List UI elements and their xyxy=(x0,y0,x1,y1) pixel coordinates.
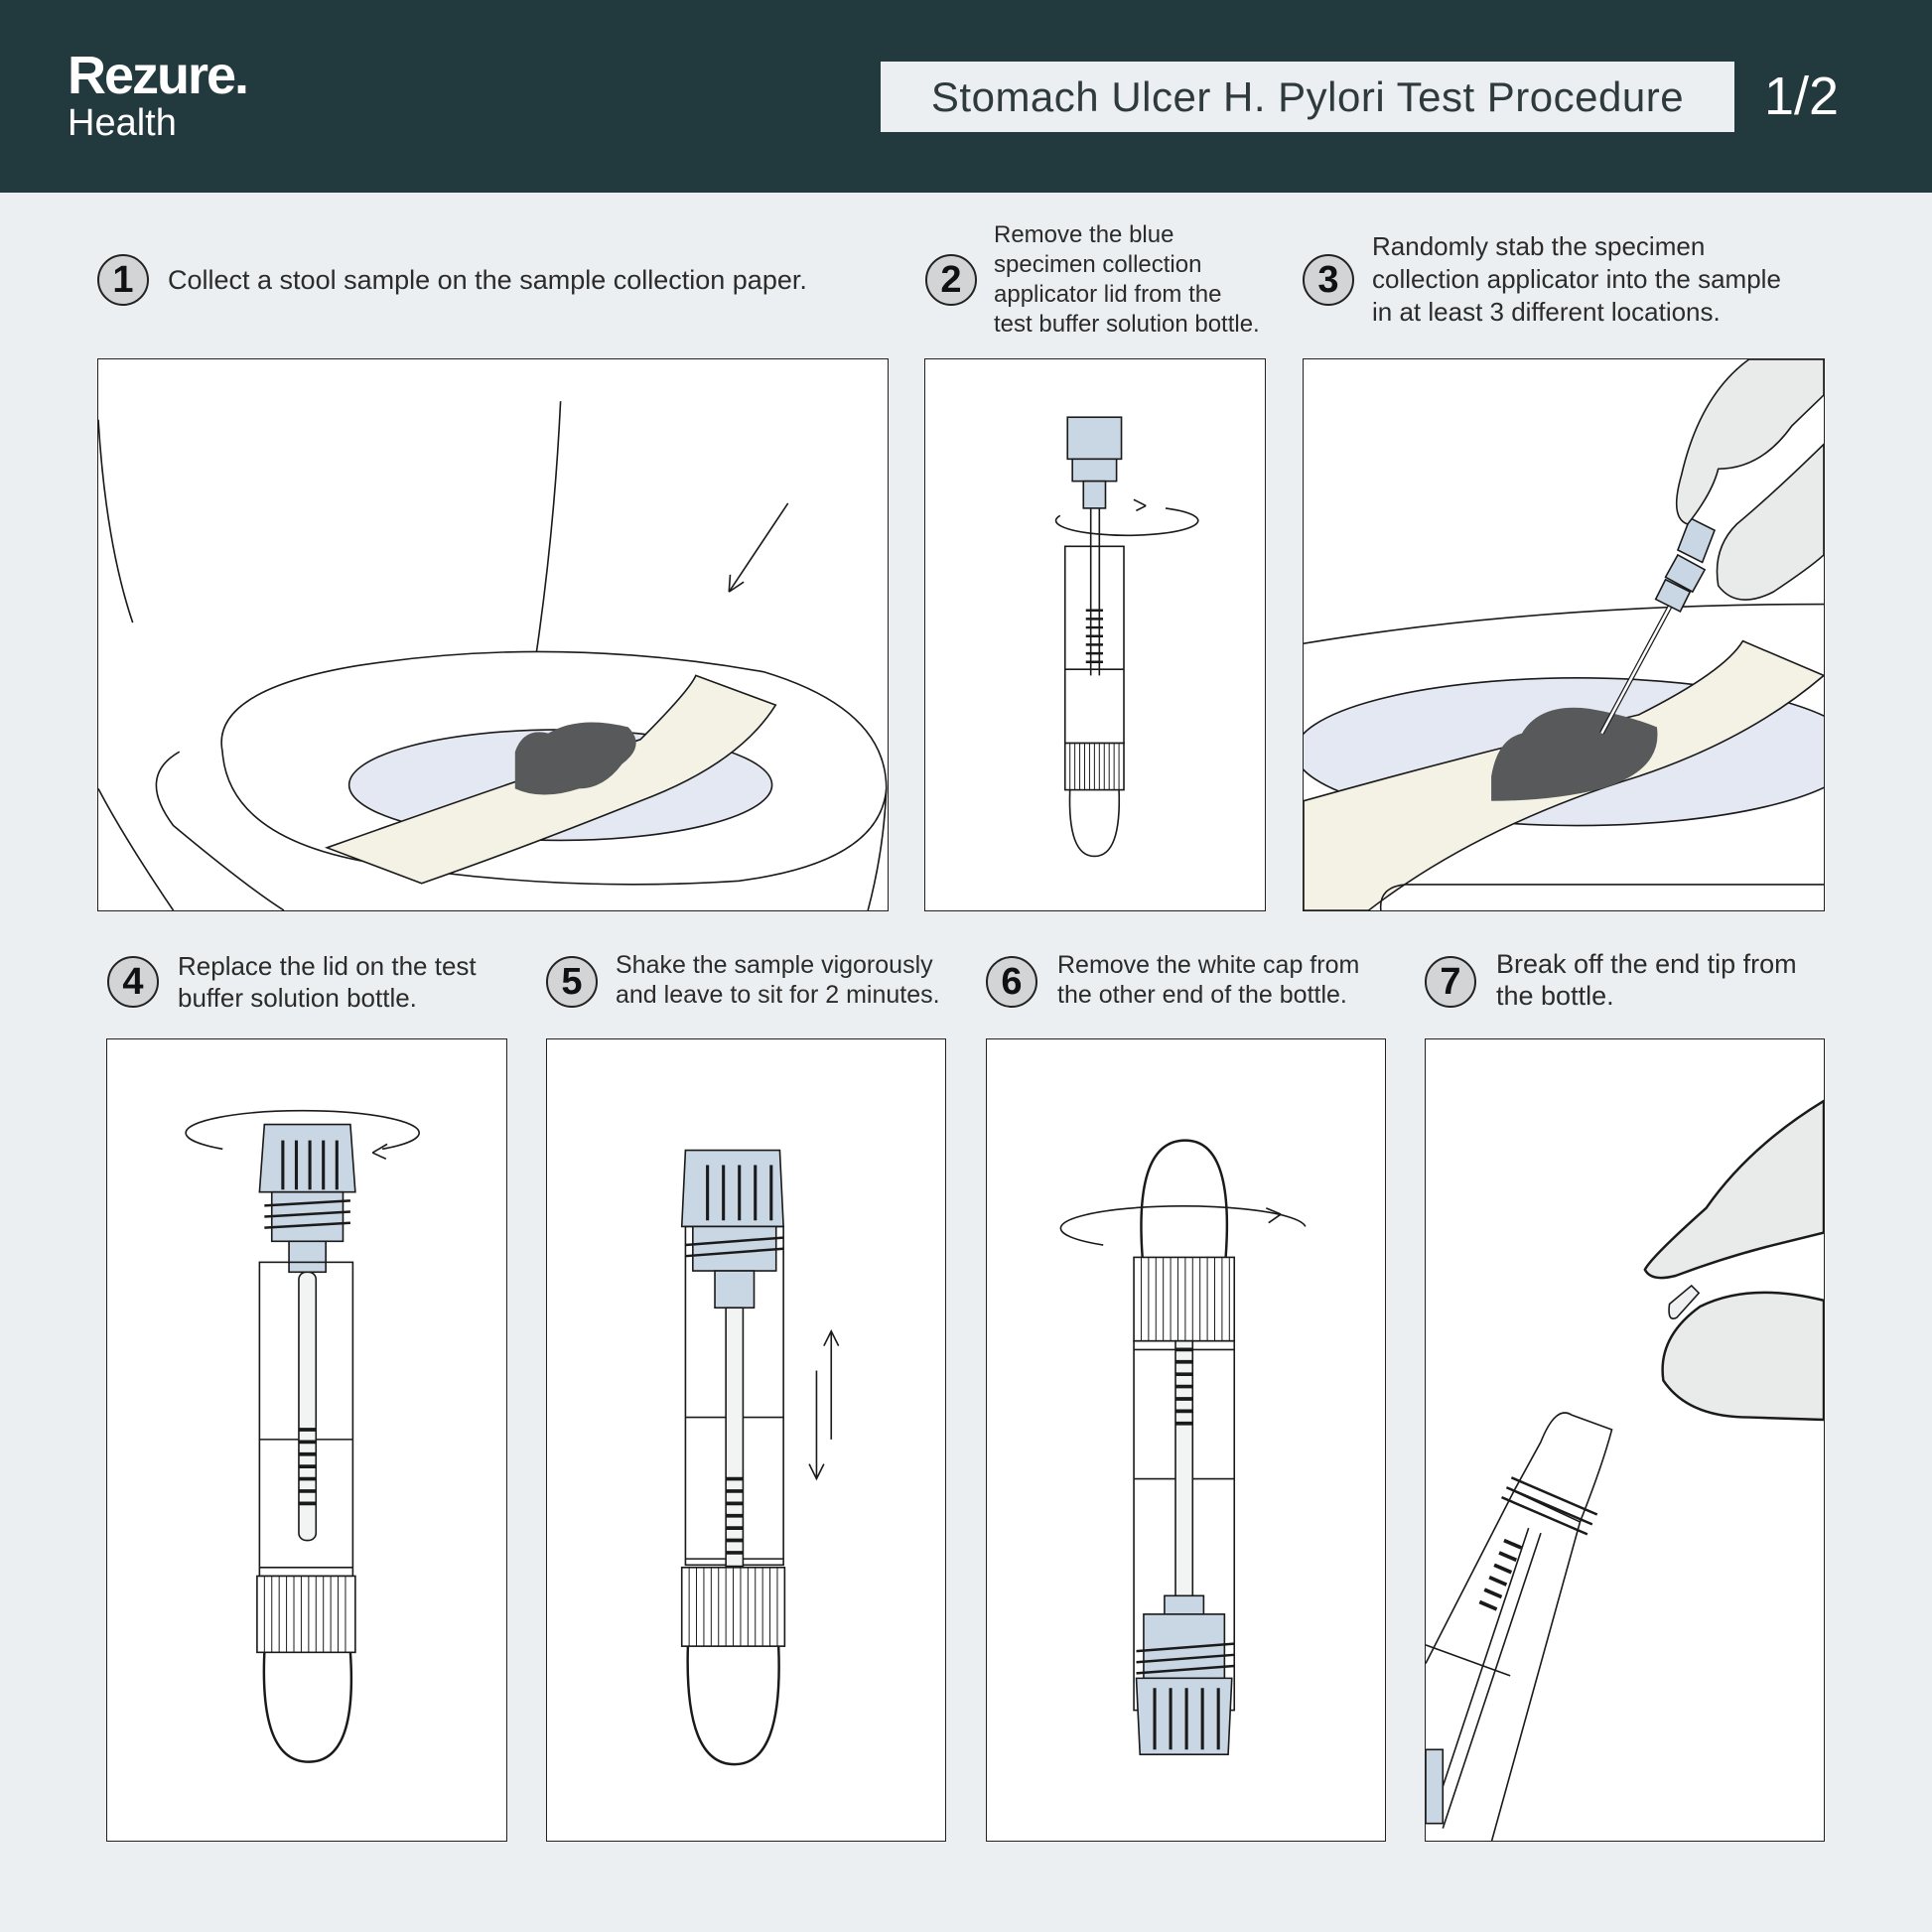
step-3-line: Randomly stab the specimen xyxy=(1372,231,1706,261)
illustration-remove-cap xyxy=(986,1038,1386,1842)
arrow-up-icon xyxy=(823,1328,840,1440)
step-3-line: collection applicator into the sample xyxy=(1372,264,1781,294)
step-5-line: Shake the sample vigorously xyxy=(616,951,933,979)
illustration-toilet-sample xyxy=(97,358,889,911)
step-2-line: Remove the blue xyxy=(994,221,1174,248)
illustration-stab-sample xyxy=(1303,358,1825,911)
page-number: 1/2 xyxy=(1764,67,1840,126)
step-number-2: 2 xyxy=(925,254,977,306)
step-3-line: in at least 3 different locations. xyxy=(1372,297,1721,327)
step-number-1: 1 xyxy=(97,254,149,306)
title-box: Stomach Ulcer H. Pylori Test Procedure xyxy=(881,62,1734,132)
step-number-3: 3 xyxy=(1303,254,1354,306)
stool-sample xyxy=(1491,707,1658,801)
step-number-7: 7 xyxy=(1425,956,1476,1008)
step-7-line: the bottle. xyxy=(1496,981,1614,1011)
step-5-text: Shake the sample vigorously and leave to… xyxy=(616,950,940,1010)
step-2-line: specimen collection xyxy=(994,251,1202,278)
step-6-text: Remove the white cap from the other end … xyxy=(1057,950,1359,1010)
stool-sample xyxy=(514,722,636,795)
brand-subtitle: Health xyxy=(68,102,177,144)
step-6-line: the other end of the bottle. xyxy=(1057,981,1347,1009)
arrow-icon xyxy=(728,502,789,593)
step-2-text: Remove the blue specimen collection appl… xyxy=(994,220,1260,340)
header-bar: Rezure. Health Stomach Ulcer H. Pylori T… xyxy=(0,0,1932,193)
illustration-break-tip xyxy=(1425,1038,1825,1842)
step-5-line: and leave to sit for 2 minutes. xyxy=(616,981,940,1009)
step-1-text: Collect a stool sample on the sample col… xyxy=(168,265,807,295)
illustration-remove-lid xyxy=(924,358,1266,911)
step-7-line: Break off the end tip from xyxy=(1496,949,1797,979)
brand-logo: Rezure. Health xyxy=(68,46,249,144)
step-4-line: buffer solution bottle. xyxy=(178,983,417,1013)
step-4-text: Replace the lid on the test buffer solut… xyxy=(178,950,477,1014)
step-3-text: Randomly stab the specimen collection ap… xyxy=(1372,230,1781,329)
page-title: Stomach Ulcer H. Pylori Test Procedure xyxy=(930,72,1685,120)
step-2-line: applicator lid from the xyxy=(994,281,1222,308)
step-2-line: test buffer solution bottle. xyxy=(994,311,1260,338)
step-number-5: 5 xyxy=(546,956,598,1008)
step-6-line: Remove the white cap from xyxy=(1057,951,1360,979)
brand-name: Rezure. xyxy=(68,46,249,105)
step-number-4: 4 xyxy=(107,956,159,1008)
illustration-replace-lid xyxy=(106,1038,507,1842)
step-7-text: Break off the end tip from the bottle. xyxy=(1496,948,1797,1012)
illustration-shake xyxy=(546,1038,946,1842)
step-number-6: 6 xyxy=(986,956,1037,1008)
step-4-line: Replace the lid on the test xyxy=(178,951,477,981)
arrow-down-icon xyxy=(808,1370,825,1481)
